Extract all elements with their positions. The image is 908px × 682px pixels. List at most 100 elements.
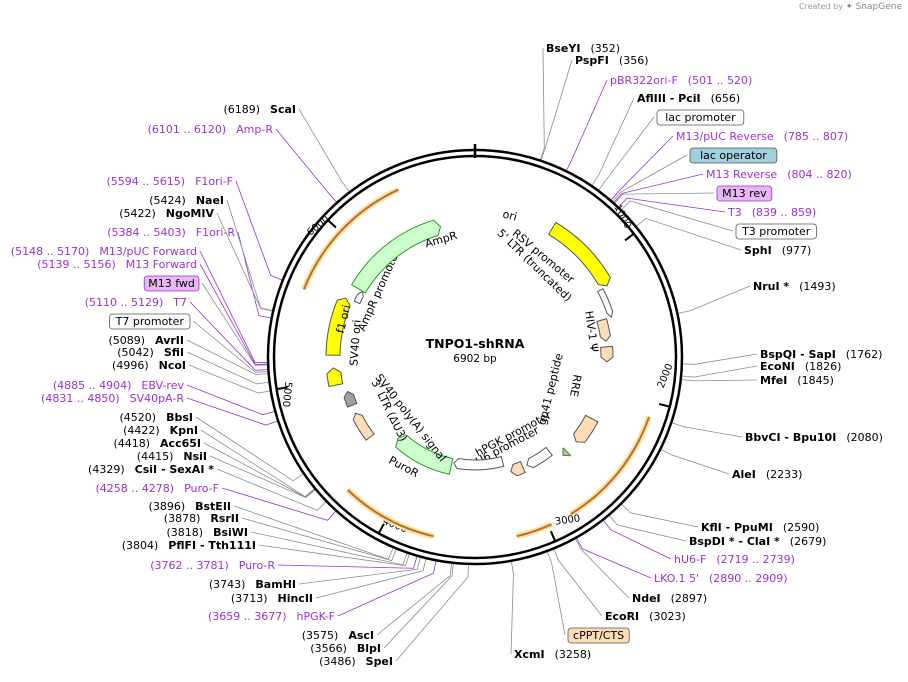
site-pflfi-tth111i-33[interactable]: (3804)PflFI - Tth111I bbox=[122, 539, 256, 552]
site-hincii-30[interactable]: (3713)HincII bbox=[231, 592, 313, 605]
site-bbvci-bpu10i-16[interactable]: BbvCI - Bpu10I(2080) bbox=[745, 431, 883, 444]
site-t3-9[interactable]: T3(839 .. 859) bbox=[727, 206, 816, 219]
site-t3-promoter-10[interactable]: T3 promoter bbox=[735, 223, 817, 240]
site-ecori-23[interactable]: EcoRI(3023) bbox=[605, 610, 686, 623]
site-avrii-47[interactable]: (5089)AvrII bbox=[109, 334, 184, 347]
site-text-t3-9: T3(839 .. 859) bbox=[727, 206, 816, 219]
feature-f1-ori[interactable] bbox=[325, 297, 351, 356]
feature-sv40-ori[interactable] bbox=[326, 367, 344, 388]
site-scai-58[interactable]: (6189)ScaI bbox=[223, 103, 296, 116]
site-ngomiv-54[interactable]: (5422)NgoMIV bbox=[119, 207, 214, 220]
site-ncoi-45[interactable]: (4996)NcoI bbox=[112, 359, 186, 372]
site-name-bseyi-0: BseYI bbox=[546, 42, 580, 55]
site-lac-promoter-4[interactable]: lac promoter bbox=[656, 109, 745, 126]
site-alei-17[interactable]: AleI(2233) bbox=[732, 468, 802, 481]
site-text-ebv-rev-44: (4885 .. 4904)EBV-rev bbox=[53, 379, 185, 392]
site-m13-rev-8[interactable]: M13 rev bbox=[716, 185, 773, 202]
site-text-ecori-23: EcoRI(3023) bbox=[605, 610, 686, 623]
feature-hpgk-promoter[interactable] bbox=[453, 455, 505, 471]
site-amp-r-57[interactable]: (6101 .. 6120)Amp-R bbox=[148, 123, 274, 136]
site-spei-26[interactable]: (3486)SpeI bbox=[319, 655, 393, 668]
feature-sv40-poly-a-signal[interactable] bbox=[343, 390, 358, 408]
site-bsiwi-34[interactable]: (3818)BsiWI bbox=[166, 526, 248, 539]
feature-5-ltr-truncated[interactable] bbox=[596, 318, 611, 342]
feature-rsv-promoter[interactable] bbox=[596, 288, 614, 319]
site-box-cppt-cts-24 bbox=[567, 627, 630, 644]
site-bseyi-0[interactable]: BseYI(352) bbox=[546, 42, 620, 55]
site-name-m13-fwd-50: M13 fwd bbox=[148, 277, 195, 290]
site-bbsi-42[interactable]: (4520)BbsI bbox=[120, 411, 193, 424]
site-text-avrii-47: (5089)AvrII bbox=[109, 334, 184, 347]
site-kfli-ppumi-18[interactable]: KflI - PpuMI(2590) bbox=[701, 521, 819, 534]
site-text-hpgk-f-29: (3659 .. 3677)hPGK-F bbox=[208, 610, 335, 623]
site-bsteii-36[interactable]: (3896)BstEII bbox=[149, 500, 231, 513]
site-t7-49[interactable]: (5110 .. 5129)T7 bbox=[85, 296, 187, 309]
feature-u6-promoter[interactable] bbox=[526, 446, 553, 469]
site-nsii-39[interactable]: (4415)NsiI bbox=[137, 450, 207, 463]
site-m13-fwd-50[interactable]: M13 fwd bbox=[143, 275, 200, 292]
site-asci-28[interactable]: (3575)AscI bbox=[302, 629, 374, 642]
site-text-pspfi-1: PspFI(356) bbox=[575, 54, 649, 67]
leader-spei-26 bbox=[395, 563, 469, 662]
site-bspdi-clai-19[interactable]: BspDI * - ClaI *(2679) bbox=[689, 535, 826, 548]
site-pbr322ori-f-2[interactable]: pBR322ori-F(501 .. 520) bbox=[610, 74, 752, 87]
feature-puror[interactable] bbox=[395, 434, 454, 475]
site-name-sv40pa-r-43: SV40pA-R bbox=[130, 392, 185, 405]
site-pos-kpni-41: (4422) bbox=[123, 424, 160, 437]
site-sphi-11[interactable]: SphI(977) bbox=[744, 244, 811, 257]
site-ndei-22[interactable]: NdeI(2897) bbox=[632, 592, 707, 605]
site-hpgk-f-29[interactable]: (3659 .. 3677)hPGK-F bbox=[208, 610, 335, 623]
site-rsrii-35[interactable]: (3878)RsrII bbox=[164, 512, 239, 525]
site-bspqi-sapi-13[interactable]: BspQI - SapI(1762) bbox=[760, 348, 882, 361]
site-econi-14[interactable]: EcoNI(1826) bbox=[760, 360, 841, 373]
site-bamhi-31[interactable]: (3743)BamHI bbox=[209, 578, 296, 591]
feature-label-ori: ori bbox=[501, 208, 518, 224]
leader-m13-puc-forward-52 bbox=[199, 250, 269, 364]
site-text-bbsi-42: (4520)BbsI bbox=[120, 411, 193, 424]
feature-cppt-cts[interactable] bbox=[510, 460, 526, 477]
site-csii-sexai-38[interactable]: (4329)CsiI - SexAI * bbox=[88, 463, 214, 476]
watermark-brand: SnapGene bbox=[855, 2, 902, 12]
site-m13-puc-forward-52[interactable]: (5148 .. 5170)M13/pUC Forward bbox=[11, 245, 197, 258]
feature-rre[interactable] bbox=[573, 414, 599, 443]
site-pspfi-1[interactable]: PspFI(356) bbox=[575, 54, 649, 67]
site-text-m13-reverse-7: M13 Reverse(804 .. 820) bbox=[706, 168, 852, 181]
feature-ampr[interactable] bbox=[350, 219, 442, 294]
site-t7-promoter-48[interactable]: T7 promoter bbox=[109, 313, 191, 330]
site-sv40pa-r-43[interactable]: (4831 .. 4850)SV40pA-R bbox=[41, 392, 184, 405]
site-m13-reverse-7[interactable]: M13 Reverse(804 .. 820) bbox=[706, 168, 852, 181]
site-name-kfli-ppumi-18: KflI - PpuMI bbox=[701, 521, 773, 534]
site-xcmi-25[interactable]: XcmI(3258) bbox=[514, 648, 591, 661]
site-kpni-41[interactable]: (4422) KpnI bbox=[123, 424, 198, 437]
site-m13-forward-51[interactable]: (5139 .. 5156)M13 Forward bbox=[37, 258, 197, 271]
site-lac-operator-6[interactable]: lac operator bbox=[689, 147, 778, 164]
site-name-kpni-41: KpnI bbox=[170, 424, 198, 437]
leader-m13-reverse-7 bbox=[613, 173, 704, 204]
site-ebv-rev-44[interactable]: (4885 .. 4904)EBV-rev bbox=[53, 379, 185, 392]
site-naei-55[interactable]: (5424)NaeI bbox=[149, 194, 224, 207]
site-hu6-f-20[interactable]: hU6-F(2719 .. 2739) bbox=[674, 553, 795, 566]
site-nrui-12[interactable]: NruI *(1493) bbox=[753, 280, 836, 293]
site-cppt-cts-24[interactable]: cPPT/CTS bbox=[567, 627, 630, 644]
site-box-m13-rev-8 bbox=[716, 185, 773, 202]
site-m13-puc-reverse-5[interactable]: M13/pUC Reverse(785 .. 807) bbox=[676, 130, 848, 143]
site-blpi-27[interactable]: (3566)BlpI bbox=[310, 642, 381, 655]
site-sfii-46[interactable]: (5042)SfiI bbox=[117, 346, 184, 359]
feature-ampr-promoter[interactable] bbox=[353, 290, 364, 305]
site-acc65i-40[interactable]: (4418)Acc65I bbox=[113, 437, 201, 450]
site-f1ori-r-53[interactable]: (5384 .. 5403)F1ori-R bbox=[107, 226, 235, 239]
leader-lac-promoter-4 bbox=[597, 116, 655, 191]
feature-hiv-1[interactable] bbox=[600, 345, 614, 363]
site-lko-1-5-21[interactable]: LKO.1 5'(2890 .. 2909) bbox=[654, 572, 788, 585]
site-puro-f-37[interactable]: (4258 .. 4278)Puro-F bbox=[96, 482, 220, 495]
site-afliii-pcii-3[interactable]: AflIII - PciI(656) bbox=[637, 92, 740, 105]
leader-asci-28 bbox=[376, 562, 453, 636]
leader-lko-1-5-21 bbox=[575, 537, 652, 579]
feature-ori[interactable] bbox=[547, 221, 611, 287]
site-f1ori-f-56[interactable]: (5594 .. 5615)F1ori-F bbox=[107, 175, 234, 188]
leader-sphi-11 bbox=[635, 217, 742, 251]
site-puro-r-32[interactable]: (3762 .. 3781)Puro-R bbox=[150, 559, 275, 572]
site-mfei-15[interactable]: MfeI(1845) bbox=[760, 374, 834, 387]
feature-3-ltr-u3[interactable] bbox=[352, 412, 375, 441]
feature-gp41-peptide[interactable] bbox=[562, 447, 572, 457]
